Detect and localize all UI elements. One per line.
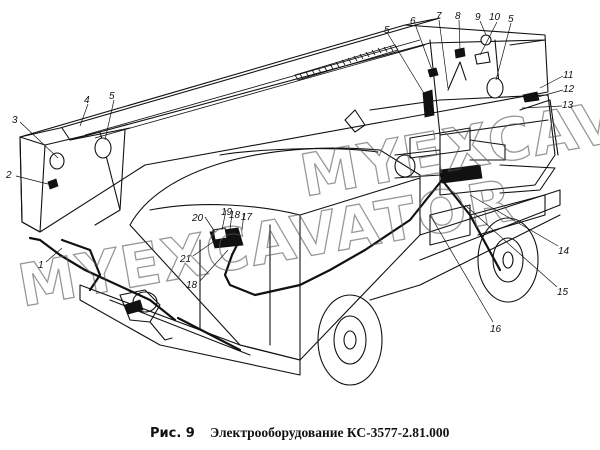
callout-2: 2 <box>5 170 12 181</box>
sensor-10 <box>474 51 491 65</box>
lamp-3 <box>49 152 65 170</box>
callout-5-right: 5 <box>508 14 514 25</box>
callout-13: 13 <box>562 100 574 111</box>
leader-lines <box>15 19 564 323</box>
junction-box-14 <box>439 164 483 184</box>
caption-figure-number: Рис. 9 <box>150 426 195 441</box>
callout-19: 19 <box>221 207 233 218</box>
callout-12: 12 <box>563 84 575 95</box>
callout-6: 6 <box>410 16 416 27</box>
callout-9: 9 <box>475 12 481 23</box>
callout-16: 16 <box>490 324 502 335</box>
watermark-bottom: MYEXCAVATOR <box>13 166 520 320</box>
callout-18-upper: 18 <box>229 210 241 221</box>
callout-15: 15 <box>557 287 569 298</box>
callouts: 1 2 3 4 5 5 5 6 7 8 9 10 11 12 13 14 15 … <box>5 11 575 335</box>
callout-14: 14 <box>558 246 570 257</box>
callout-18-lower: 18 <box>186 280 198 291</box>
box-5 <box>422 89 435 118</box>
dash-unit-20 <box>212 227 228 241</box>
callout-5-left: 5 <box>109 91 115 102</box>
wiring-harness <box>28 178 502 352</box>
figure-caption: Рис. 9 Электрооборудование КС-3577-2.81.… <box>150 425 450 441</box>
callout-21: 21 <box>179 254 191 265</box>
callout-7: 7 <box>436 11 442 22</box>
callout-20: 20 <box>191 213 204 224</box>
cab <box>129 147 421 361</box>
callout-10: 10 <box>489 12 501 23</box>
crane-drawing <box>19 17 561 386</box>
callout-3: 3 <box>12 115 18 126</box>
lamp-2 <box>47 178 59 190</box>
headlight-boom-left <box>94 137 112 159</box>
connector-12 <box>522 91 540 103</box>
sensor-8 <box>454 47 466 59</box>
callout-17: 17 <box>241 212 253 223</box>
headlight-boom-right <box>486 77 504 99</box>
callout-8: 8 <box>455 11 461 22</box>
sensor-6 <box>427 67 439 78</box>
callout-4: 4 <box>84 95 90 106</box>
callout-1: 1 <box>38 260 44 271</box>
chassis <box>317 189 561 386</box>
caption-title: Электрооборудование КС-3577-2.81.000 <box>210 425 450 440</box>
callout-5-mid: 5 <box>384 25 390 36</box>
antenna-7 <box>447 61 467 91</box>
callout-11: 11 <box>563 70 573 81</box>
mirror-hook-lamp <box>124 299 144 315</box>
